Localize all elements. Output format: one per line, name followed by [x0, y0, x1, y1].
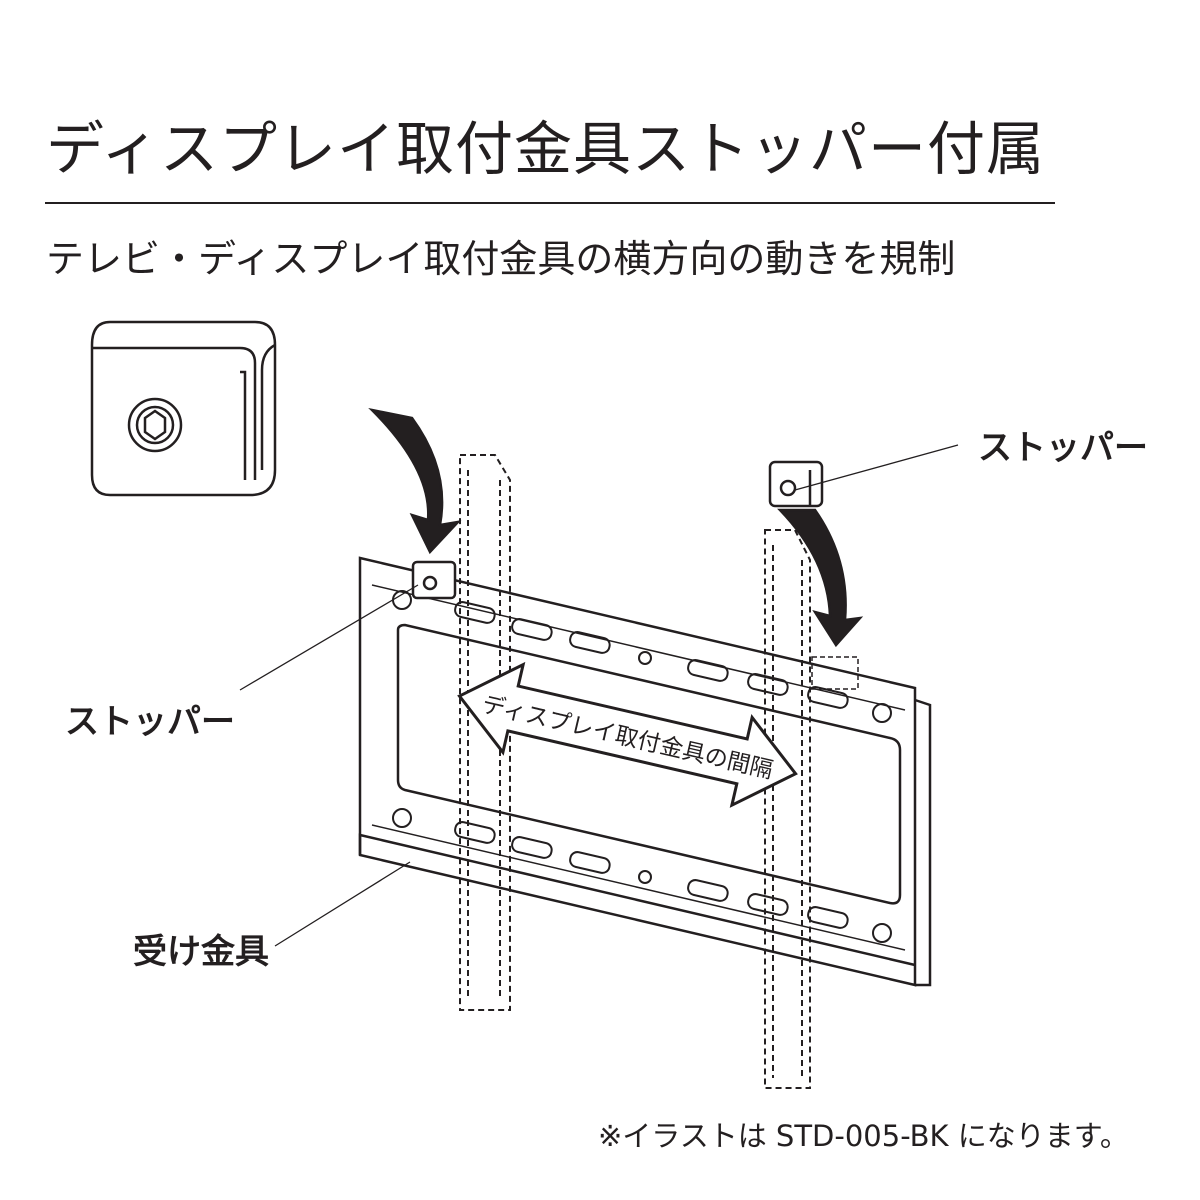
page-title: ディスプレイ取付金具ストッパー付属: [46, 115, 1045, 183]
leader-line: [239, 444, 959, 947]
illustration-note: ※イラストは STD-005-BK になります。: [598, 1119, 1129, 1153]
stopper-label-right: ストッパー: [978, 428, 1148, 468]
subtitle: テレビ・ディスプレイ取付金具の横方向の動きを規制: [46, 237, 956, 281]
stopper-right-target: [811, 656, 859, 690]
display-rail-right: [764, 529, 811, 1089]
receiver-bracket-label: 受け金具: [133, 932, 269, 972]
stopper-label-left: ストッパー: [65, 702, 235, 742]
insert-arrow-left: [368, 407, 462, 555]
stopper-right-loose: [768, 460, 824, 508]
insert-arrow-right: [777, 508, 864, 648]
stopper-closeup: [90, 320, 277, 497]
receiver-bracket: [358, 556, 932, 987]
stopper-left-mounted: [411, 560, 457, 600]
title-divider: [45, 202, 1055, 204]
